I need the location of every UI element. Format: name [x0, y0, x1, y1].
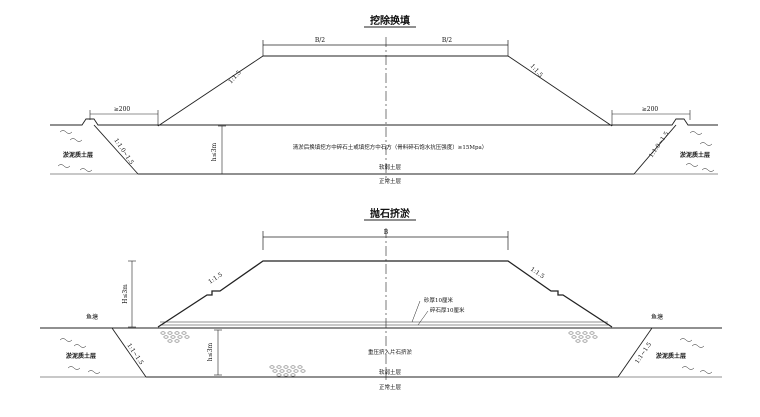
- top-normal-soil: 正常土层: [379, 177, 402, 185]
- bottom-water-right: 鱼塘: [651, 313, 663, 321]
- top-soft-soil-left: 淤泥质土层: [63, 151, 93, 159]
- top-depth-label: h≤3m: [211, 142, 218, 161]
- bottom-weak-soil: 软弱土层: [379, 368, 402, 376]
- top-section: 挖除换填 B/2 B/2 1:1.5 1:1.5 ≥200 ≥200 1:1.0…: [50, 14, 718, 185]
- top-ground-line: [50, 118, 718, 126]
- top-cut-slope-left-label: 1:1.0~1.5: [112, 137, 135, 166]
- top-soft-soil-right: 淤泥质土层: [680, 151, 710, 159]
- bottom-normal-soil: 正常土层: [379, 383, 402, 391]
- bottom-soft-soil-left: 淤泥质土层: [66, 352, 96, 360]
- top-cut-slope-right-label: 1:1.0~1.5: [648, 130, 671, 159]
- bottom-slope-right-label: 1:1.5: [529, 266, 546, 281]
- bottom-soft-soil-right: 淤泥质土层: [656, 352, 686, 360]
- rock-cluster-left: [160, 331, 190, 343]
- top-cut-slope-right: [633, 124, 677, 175]
- top-berm-left-label: ≥200: [114, 106, 131, 113]
- rock-cluster-bottom: [269, 365, 306, 377]
- bottom-gravel-label: 碎石厚10厘米: [430, 306, 465, 314]
- bottom-slope-left-label: 1:1.5: [207, 271, 224, 286]
- top-dim-right-label: B/2: [442, 37, 452, 44]
- top-embankment-outline: [157, 55, 613, 127]
- bottom-cut-slope-right-label: 1:1~1.5: [634, 341, 653, 365]
- bottom-section: 抛石挤淤 B 1:1.5 1:1.5 H≤3m 砂厚10厘米 碎石厚10厘米 鱼…: [40, 207, 722, 391]
- bottom-cut-slope-left: [111, 327, 147, 378]
- bottom-water-left: 鱼塘: [86, 313, 98, 321]
- top-dim-left-label: B/2: [315, 37, 325, 44]
- top-wave-marks: [57, 130, 715, 172]
- bottom-height-label: H≤3m: [122, 284, 129, 304]
- bottom-cut-slope-right: [617, 327, 653, 378]
- bottom-gravel-leader: [417, 310, 429, 326]
- top-slope-left-label: 1:1.5: [227, 69, 243, 85]
- bottom-cut-slope-left-label: 1:1~1.5: [125, 342, 144, 366]
- bottom-depth-label: h≤3m: [207, 342, 214, 361]
- top-title: 挖除换填: [370, 14, 410, 27]
- top-weak-soil: 软弱土层: [379, 163, 402, 171]
- bottom-rock-note: 重压挤入片石挤淤: [368, 348, 413, 356]
- bottom-sand-label: 砂厚10厘米: [424, 296, 453, 304]
- top-slope-right-label: 1:1.5: [529, 63, 545, 79]
- top-fill-note: 清淤后换填挖方中碎石土或填挖方中石方（骨料碎石饱水抗压强度）≥15Mpa）: [293, 143, 488, 151]
- top-cut-slope-left: [93, 124, 139, 175]
- rock-cluster-right: [568, 331, 598, 343]
- bottom-title: 抛石挤淤: [370, 207, 410, 220]
- bottom-embankment-outline: [157, 260, 613, 328]
- top-berm-right-label: ≥200: [642, 106, 659, 113]
- bottom-wave-marks: [59, 338, 713, 374]
- bottom-sand-leader: [411, 300, 421, 323]
